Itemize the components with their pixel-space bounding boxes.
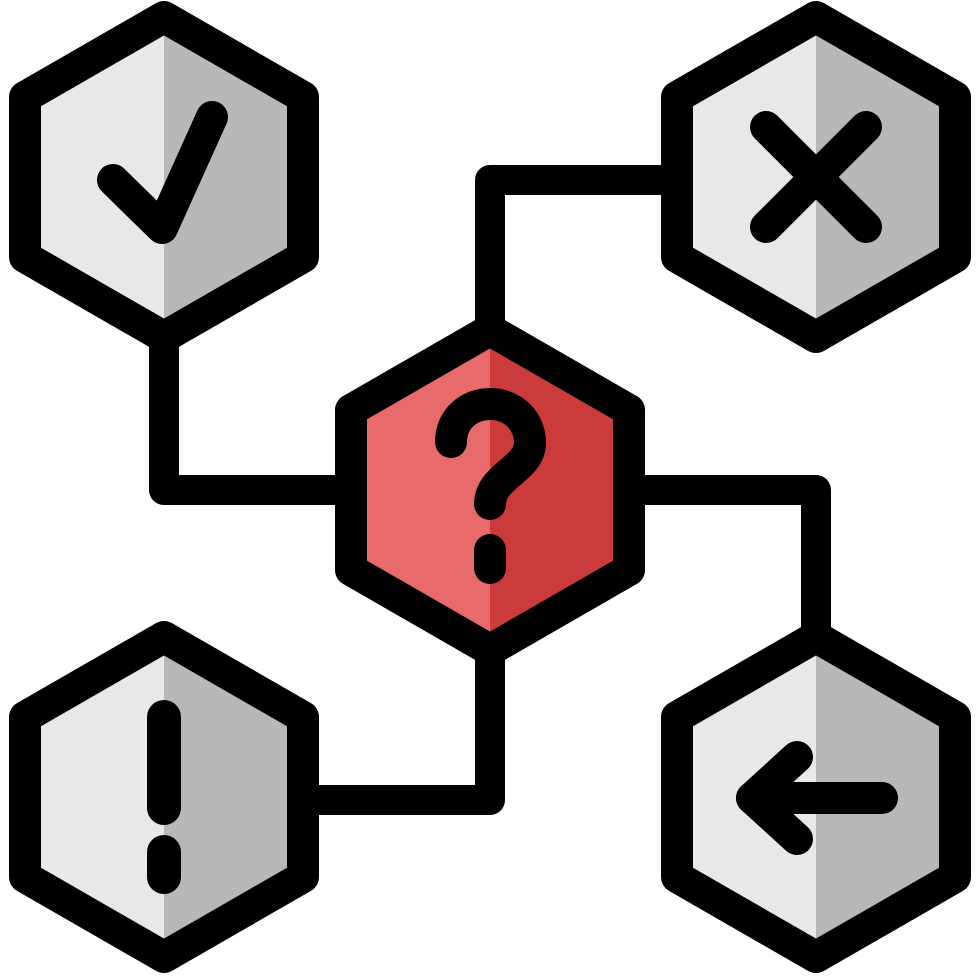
hex-shade [164,17,303,337]
hex-light [677,17,816,337]
connectors [149,165,831,815]
hex-light [25,637,164,957]
node-check [9,1,319,353]
connector-back [625,475,831,655]
connector-exclamation [295,635,505,815]
question-mark-icon [435,388,546,584]
connector-check [149,315,355,505]
arrow-left-icon [736,741,898,855]
node-back [661,621,971,973]
node-exclamation [9,621,319,973]
hex-shade [164,637,303,957]
hex-shade [816,17,955,337]
hex-outline [661,621,971,973]
hex-outline [9,621,319,973]
hex-outline [9,1,319,353]
connector-cross [475,165,685,345]
checkmark-icon [97,101,228,244]
hex-outline [661,1,971,353]
cross-icon [750,111,882,243]
node-cross [661,1,971,353]
hex-light [25,17,164,337]
hex-outline [335,314,645,666]
node-center [335,314,645,666]
